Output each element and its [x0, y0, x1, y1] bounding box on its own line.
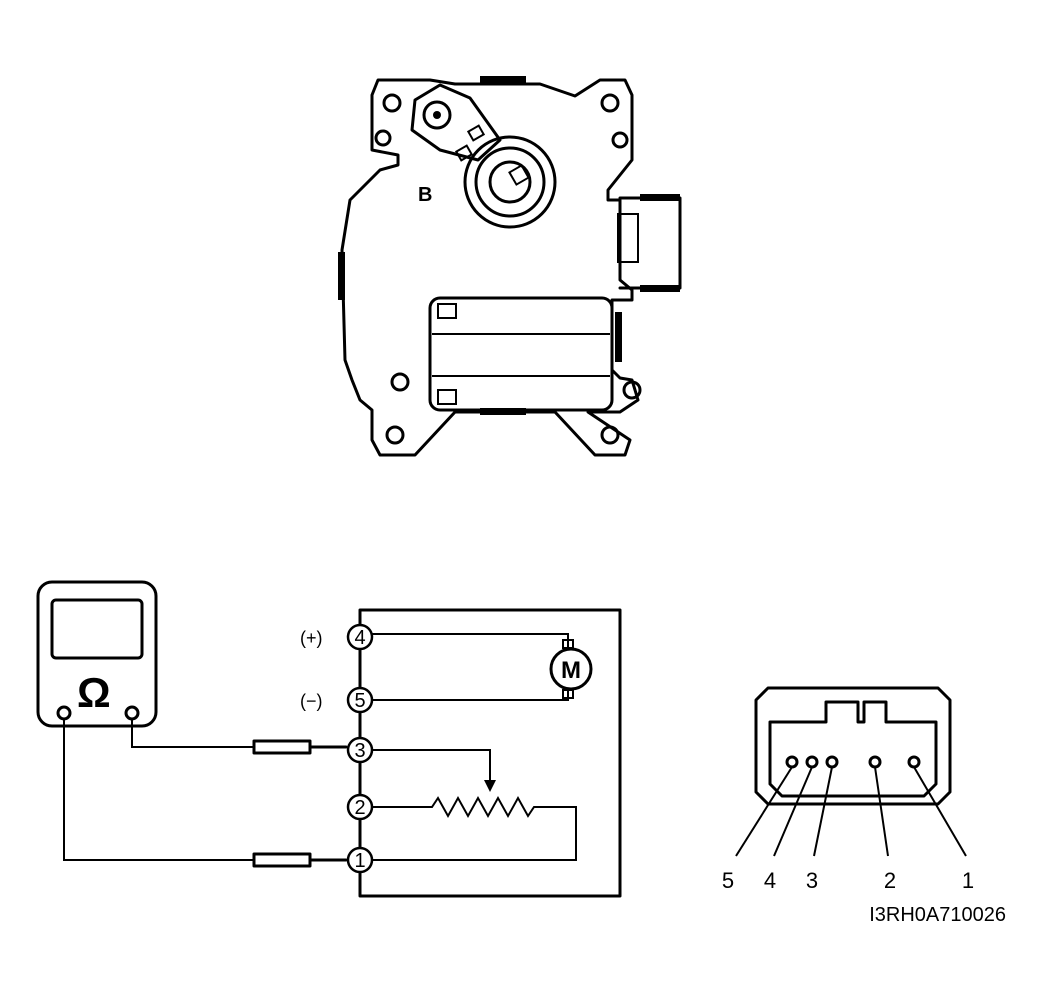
connector-pin-3 — [825, 755, 839, 769]
motor-housing — [428, 296, 614, 412]
wiper-wire — [372, 749, 491, 785]
svg-text:4: 4 — [354, 627, 365, 649]
probe-negative — [252, 852, 312, 868]
connector-outer — [754, 686, 952, 806]
terminal-3: 3 — [346, 736, 374, 764]
pin-label-1: 1 — [962, 868, 974, 893]
mount-hole — [611, 131, 629, 149]
motor-wire-positive — [372, 633, 569, 648]
probe-positive — [252, 739, 312, 755]
potentiometer-resistor — [372, 795, 577, 861]
pin-label-3: 3 — [806, 868, 818, 893]
mount-hole — [385, 425, 405, 445]
terminal-1: 1 — [346, 846, 374, 874]
ohmmeter: Ω — [36, 580, 348, 868]
svg-text:5: 5 — [354, 690, 365, 712]
ohmmeter-body — [36, 580, 158, 728]
probe-jack-right — [124, 705, 140, 721]
pin-label-5: 5 — [722, 868, 734, 893]
mount-hole — [600, 425, 620, 445]
probe-lead-negative — [63, 719, 254, 861]
mount-hole — [374, 129, 392, 147]
mount-hole — [600, 93, 620, 113]
svg-text:1: 1 — [354, 850, 365, 872]
connector-pin-1 — [907, 755, 921, 769]
pin-label-4: 4 — [764, 868, 776, 893]
ohmmeter-display — [50, 598, 144, 660]
connector-inner — [768, 700, 938, 798]
mount-hole — [382, 93, 402, 113]
terminal-4: 4 (+) — [300, 623, 374, 651]
connector-pin-4 — [805, 755, 819, 769]
wiper-arrow — [484, 780, 496, 792]
lever-pivot — [422, 100, 452, 130]
harness-connector: 5 4 3 2 1 — [722, 686, 974, 893]
svg-text:2: 2 — [354, 797, 365, 819]
actuator-illustration: B — [338, 76, 682, 457]
svg-text:3: 3 — [354, 740, 365, 762]
terminal-4-polarity: (+) — [300, 628, 323, 648]
side-connector — [618, 196, 682, 290]
pin-label-2: 2 — [884, 868, 896, 893]
connector-pin-2 — [868, 755, 882, 769]
mount-hole — [390, 372, 410, 392]
motor-label: M — [561, 657, 581, 684]
actuator-schematic: 4 (+) 5 (−) 3 2 1 M — [300, 608, 622, 898]
motor-wire-negative — [372, 688, 569, 701]
terminal-5: 5 (−) — [300, 686, 374, 714]
terminal-2: 2 — [346, 793, 374, 821]
motor-symbol — [549, 647, 593, 691]
output-shaft — [463, 135, 557, 229]
actuator-label: B — [418, 184, 432, 206]
probe-lead-positive — [131, 719, 254, 748]
figure-code: I3RH0A710026 — [869, 904, 1006, 926]
mount-hole — [622, 380, 642, 400]
ohm-symbol: Ω — [77, 669, 111, 716]
connector-pin-5 — [785, 755, 799, 769]
probe-jack-left — [56, 705, 72, 721]
terminal-5-polarity: (−) — [300, 691, 323, 711]
actuator-housing — [340, 78, 640, 457]
actuator-lever — [410, 83, 502, 162]
